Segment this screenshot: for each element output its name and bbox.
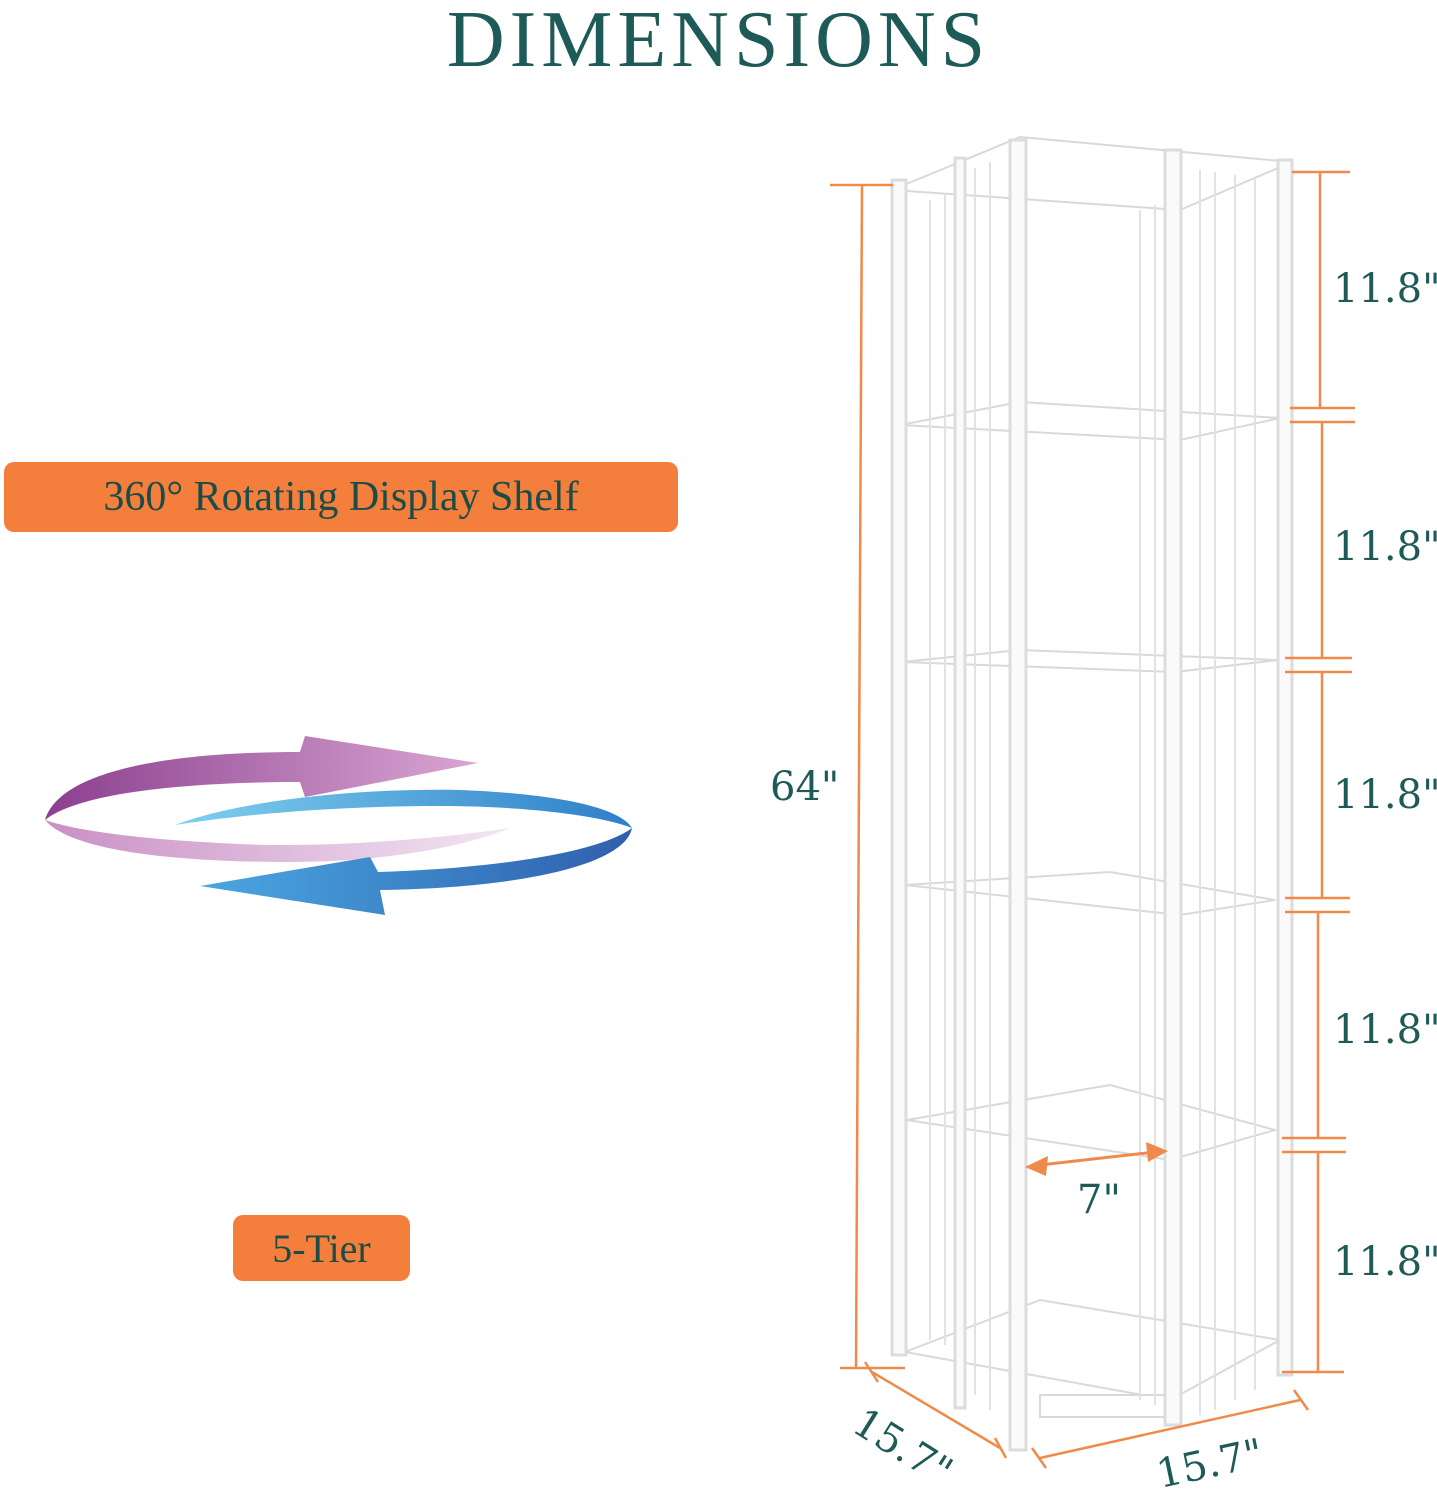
tier-height-label-1: 11.8"	[1333, 266, 1437, 312]
tier-height-label-3: 11.8"	[1333, 772, 1437, 818]
width-label: 15.7"	[1153, 1430, 1268, 1496]
tier-height-label-5: 11.8"	[1333, 1239, 1437, 1285]
rotating-shelf-badge: 360° Rotating Display Shelf	[4, 462, 678, 532]
page-title: DIMENSIONS	[446, 0, 991, 84]
tier-height-label-2: 11.8"	[1333, 524, 1437, 570]
height-total-label: 64"	[770, 764, 839, 810]
tier-count-badge: 5-Tier	[233, 1215, 410, 1281]
tier-height-label-4: 11.8"	[1333, 1007, 1437, 1053]
inner-width-label: 7"	[1077, 1177, 1121, 1223]
